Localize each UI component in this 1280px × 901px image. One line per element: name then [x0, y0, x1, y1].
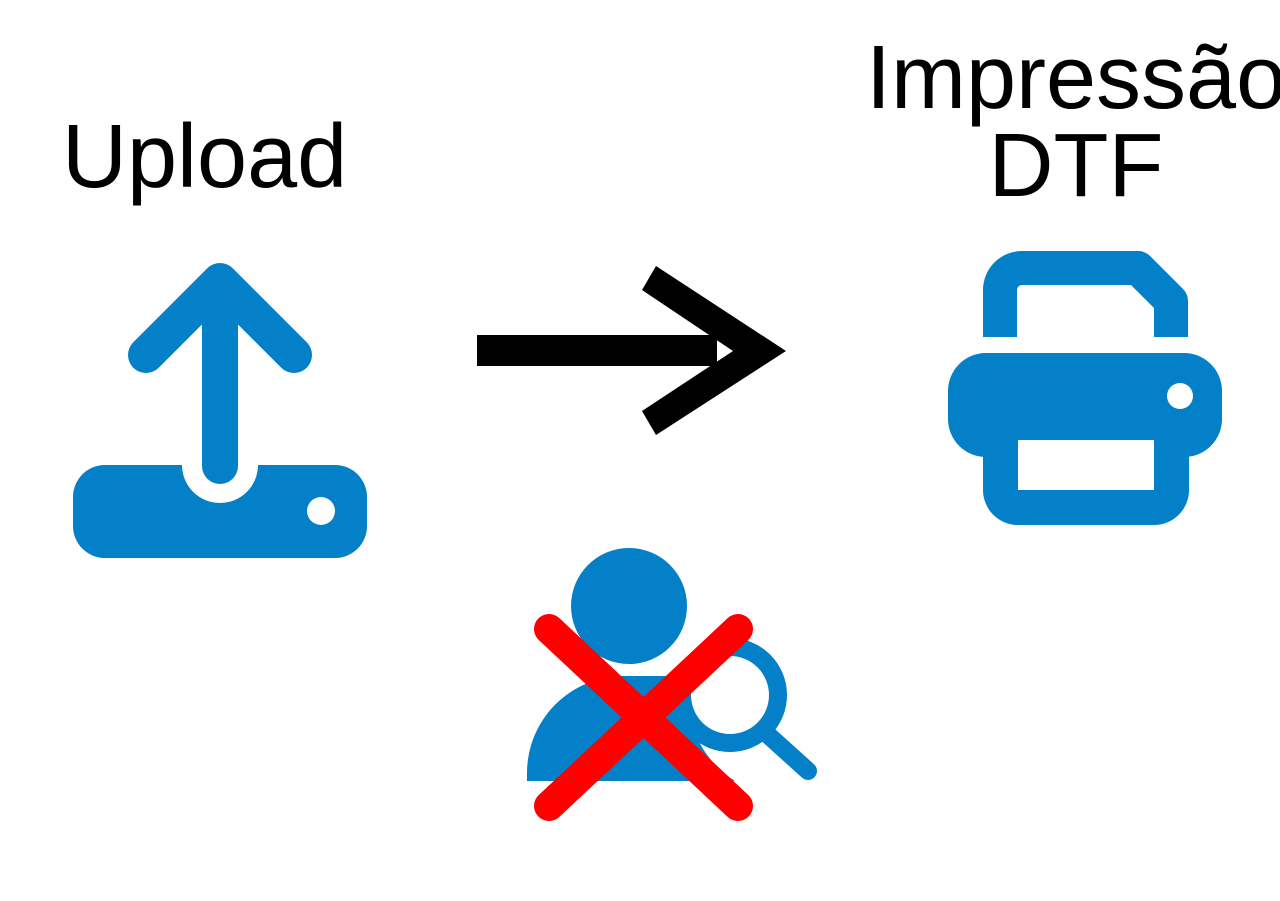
printer-icon [948, 251, 1222, 525]
print-label-line2: DTF [988, 116, 1164, 216]
upload-icon [73, 263, 367, 558]
print-label: Impressão DTF [866, 28, 1280, 216]
print-label-line1: Impressão [866, 28, 1280, 128]
upload-label: Upload [62, 107, 348, 207]
cross-icon [534, 614, 753, 821]
arrow-right-icon [477, 266, 786, 435]
